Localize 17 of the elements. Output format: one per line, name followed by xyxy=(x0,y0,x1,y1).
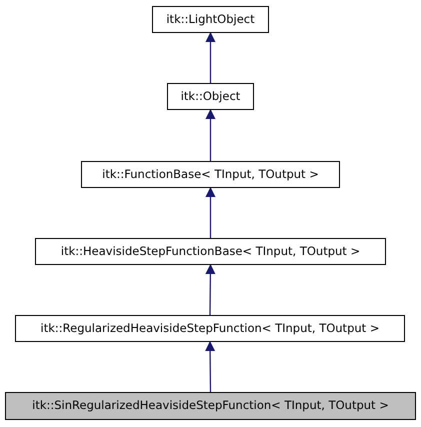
highlighted-class-box xyxy=(5,392,416,420)
class-name: itk::LightObject xyxy=(166,14,255,26)
inheritance-arrow xyxy=(205,264,216,315)
class-box xyxy=(81,161,340,188)
class-name: itk::FunctionBase< TInput, TOutput > xyxy=(102,168,319,180)
class-name: itk::HeavisideStepFunctionBase< TInput, TOutput > xyxy=(60,246,360,258)
inheritance-arrow xyxy=(206,188,216,238)
inheritance-arrow xyxy=(206,32,216,83)
class-box xyxy=(167,83,254,110)
class-name: itk::RegularizedHeavisideStepFunction< TInput, TOutput > xyxy=(40,322,380,334)
class-name: itk::Object xyxy=(180,90,240,102)
inheritance-arrow xyxy=(206,110,216,161)
class-box xyxy=(152,6,269,33)
class-box xyxy=(15,315,405,342)
inheritance-arrow xyxy=(205,342,216,392)
class-box xyxy=(35,238,386,265)
class-name: itk::SinRegularizedHeavisideStepFunction< TInput, TOutput > xyxy=(32,400,389,412)
